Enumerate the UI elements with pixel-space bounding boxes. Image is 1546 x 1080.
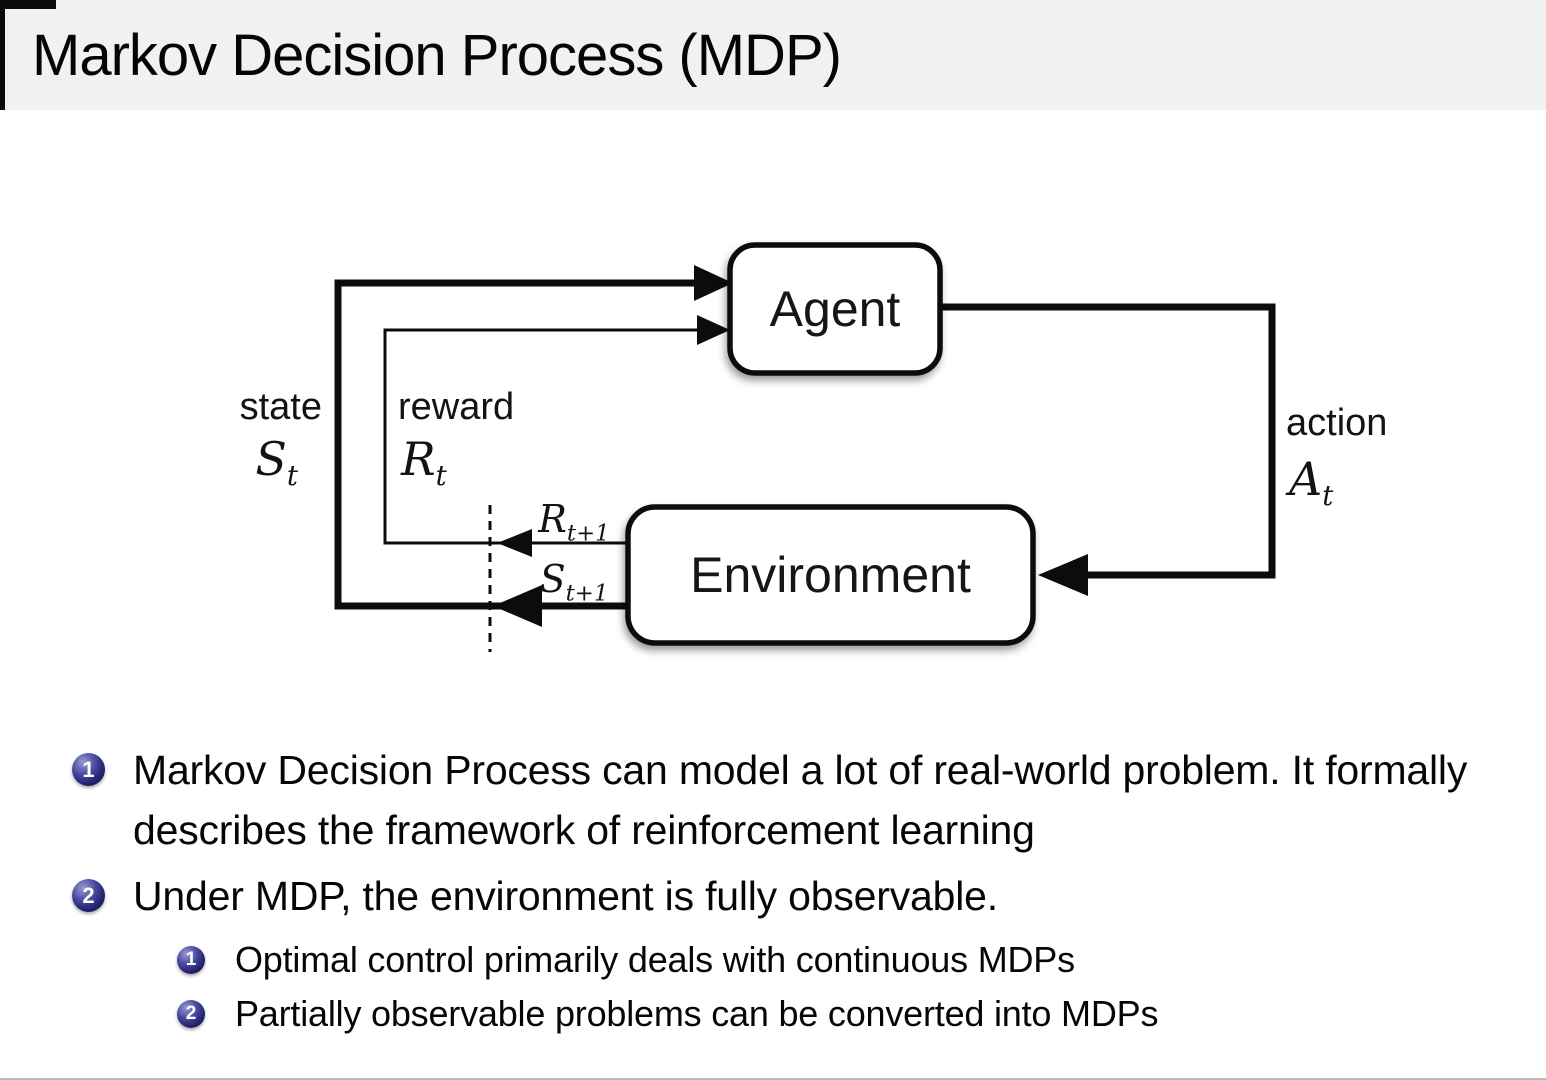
- subbullet-2-badge: 2: [177, 1000, 205, 1028]
- window-corner-artifact-left: [0, 0, 5, 110]
- bullet-1-text: Markov Decision Process can model a lot …: [133, 747, 1468, 853]
- next-reward-subscript: t+1: [566, 520, 610, 547]
- state-symbol-subscript: t: [286, 459, 298, 493]
- reward-symbol: Rt: [401, 432, 447, 489]
- environment-box-label: Environment: [690, 547, 971, 603]
- reward-symbol-subscript: t: [435, 459, 447, 493]
- environment-box: [625, 504, 1036, 646]
- action-symbol: At: [1289, 452, 1333, 509]
- state-into-agent-arrowhead: [694, 265, 733, 301]
- bullet-1-badge: 1: [72, 753, 105, 786]
- bullet-2-badge: 2: [72, 879, 105, 912]
- state-symbol-base: S: [255, 432, 287, 486]
- action-loop-line: [940, 303, 1276, 579]
- window-corner-artifact-top: [0, 0, 56, 9]
- next-state-symbol: St+1: [520, 557, 628, 605]
- subbullet-2-text: Partially observable problems can be con…: [235, 993, 1159, 1034]
- mdp-diagram-canvas: [334, 242, 1276, 652]
- agent-box-label: Agent: [769, 281, 901, 337]
- next-state-arrowhead: [493, 585, 542, 627]
- reward-symbol-base: R: [401, 432, 436, 486]
- action-label: action: [1286, 402, 1388, 444]
- state-label: state: [239, 386, 322, 428]
- state-symbol: St: [180, 432, 298, 489]
- next-reward-base: R: [538, 497, 567, 541]
- subbullet-1-badge: 1: [177, 946, 205, 974]
- next-state-base: S: [539, 557, 566, 601]
- bullet-2-text: Under MDP, the environment is fully obse…: [133, 873, 998, 919]
- next-state-subscript: t+1: [565, 580, 609, 607]
- mdp-diagram: Agent Environment state St reward Rt act…: [180, 242, 1388, 652]
- agent-box: [727, 242, 943, 376]
- action-symbol-base: A: [1289, 452, 1323, 506]
- next-reward-arrowhead: [497, 529, 532, 557]
- state-loop-line: [334, 279, 700, 610]
- page-title: Markov Decision Process (MDP): [32, 22, 842, 88]
- reward-label: reward: [398, 386, 515, 428]
- reward-into-agent-arrowhead: [697, 315, 730, 345]
- action-symbol-subscript: t: [1322, 479, 1334, 513]
- subbullet-1-text: Optimal control primarily deals with con…: [235, 939, 1075, 980]
- slide-header: Markov Decision Process (MDP): [0, 0, 1546, 110]
- action-into-environment-arrowhead: [1038, 554, 1088, 596]
- next-reward-symbol: Rt+1: [520, 497, 628, 545]
